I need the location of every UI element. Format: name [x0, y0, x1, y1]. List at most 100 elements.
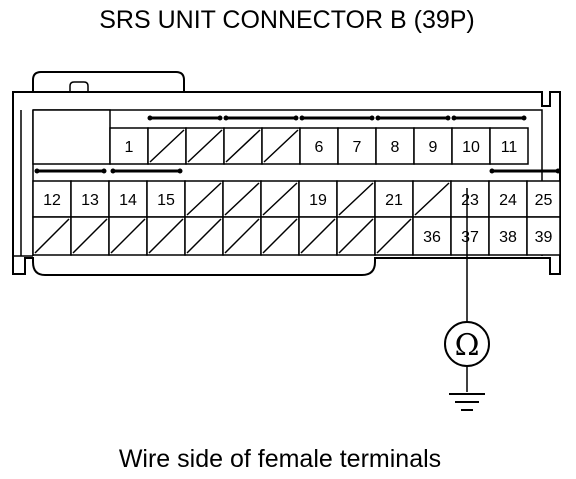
terminal-cell: [488, 216, 528, 256]
terminal-empty: [412, 180, 452, 218]
pin-number: 9: [429, 139, 438, 156]
empty-cavity-slash: [34, 218, 70, 254]
terminal-7: 7: [337, 127, 377, 165]
terminal-cell: [526, 216, 561, 256]
terminal-cell: [298, 180, 338, 218]
meter-symbol: Ω: [455, 328, 480, 363]
shorting-bar: [489, 168, 561, 174]
terminal-11: 11: [489, 127, 529, 165]
terminal-row-bottom: 36 37 38 39: [32, 216, 561, 256]
lock-bars: [34, 115, 561, 174]
empty-cavity-slash: [148, 218, 184, 254]
terminal-empty: [298, 216, 338, 256]
shorting-bar: [375, 115, 451, 121]
terminal-15: 15: [146, 180, 186, 218]
terminal-blank: [32, 109, 111, 165]
terminal-cell: [108, 180, 148, 218]
terminal-cell: [337, 127, 377, 165]
terminal-9: 9: [413, 127, 453, 165]
terminal-23: 23: [450, 180, 490, 218]
terminal-39: 39: [526, 216, 561, 256]
empty-cavity-slash: [225, 129, 261, 163]
pin-number: 15: [157, 192, 175, 209]
terminal-12: 12: [32, 180, 72, 218]
diagram-caption: Wire side of female terminals: [119, 445, 441, 473]
terminal-cell: [375, 127, 415, 165]
terminal-empty: [222, 216, 262, 256]
empty-cavity-slash: [338, 218, 374, 254]
empty-cavity-slash: [72, 218, 108, 254]
empty-cavity-slash: [224, 182, 260, 216]
terminal-empty: [146, 216, 186, 256]
shorting-bar: [451, 115, 527, 121]
pin-number: 37: [461, 229, 479, 246]
terminal-25: 25: [526, 180, 561, 218]
empty-cavity-slash: [186, 182, 222, 216]
shorting-bar: [34, 168, 107, 174]
terminal-empty: [185, 127, 225, 165]
shorting-bar: [110, 168, 183, 174]
pin-number: 14: [119, 192, 137, 209]
empty-cavity-slash: [110, 218, 146, 254]
terminal-empty: [70, 216, 110, 256]
pin-number: 8: [391, 139, 400, 156]
terminal-cell: [451, 127, 491, 165]
empty-cavity-slash: [187, 129, 223, 163]
terminal-empty: [222, 180, 262, 218]
terminal-empty: [260, 216, 300, 256]
pin-number: 36: [423, 229, 441, 246]
pin-number: 21: [385, 192, 403, 209]
terminal-empty: [184, 216, 224, 256]
terminal-empty: [184, 180, 224, 218]
pin-number: 6: [315, 139, 324, 156]
empty-cavity-slash: [262, 218, 298, 254]
empty-cavity-slash: [338, 182, 374, 216]
terminal-14: 14: [108, 180, 148, 218]
terminal-21: 21: [374, 180, 414, 218]
terminal-24: 24: [488, 180, 528, 218]
connector-latch: [32, 71, 185, 92]
connector-body: [12, 91, 561, 276]
terminal-37: 37: [450, 216, 490, 256]
ground-icon: [449, 393, 485, 411]
terminal-13: 13: [70, 180, 110, 218]
shorting-bar: [299, 115, 375, 121]
pin-number: 19: [309, 192, 327, 209]
terminal-empty: [336, 180, 376, 218]
terminal-cell: [450, 180, 490, 218]
terminal-cell: [32, 109, 111, 165]
terminal-36: 36: [412, 216, 452, 256]
pin-number: 11: [501, 139, 518, 156]
pin-number: 13: [81, 192, 99, 209]
terminal-empty: [32, 216, 72, 256]
pin-number: 12: [43, 192, 61, 209]
terminal-cell: [146, 180, 186, 218]
empty-cavity-slash: [300, 218, 336, 254]
terminal-empty: [374, 216, 414, 256]
terminal-empty: [147, 127, 187, 165]
empty-cavity-slash: [262, 182, 298, 216]
ohmmeter-icon: Ω: [444, 321, 490, 367]
terminal-cell: [489, 127, 529, 165]
pin-number: 23: [461, 192, 479, 209]
terminal-cell: [70, 180, 110, 218]
terminal-cell: [450, 216, 490, 256]
shorting-bar: [147, 115, 223, 121]
terminal-cell: [109, 127, 149, 165]
terminal-6: 6: [299, 127, 339, 165]
pin-number: 25: [535, 192, 553, 209]
terminal-empty: [260, 180, 300, 218]
terminal-cell: [32, 180, 72, 218]
terminal-10: 10: [451, 127, 491, 165]
terminal-19: 19: [298, 180, 338, 218]
pin-number: 38: [499, 229, 517, 246]
terminal-empty: [261, 127, 301, 165]
terminal-empty: [223, 127, 263, 165]
empty-cavity-slash: [376, 218, 412, 254]
diagram-title: SRS UNIT CONNECTOR B (39P): [99, 6, 475, 34]
terminal-8: 8: [375, 127, 415, 165]
